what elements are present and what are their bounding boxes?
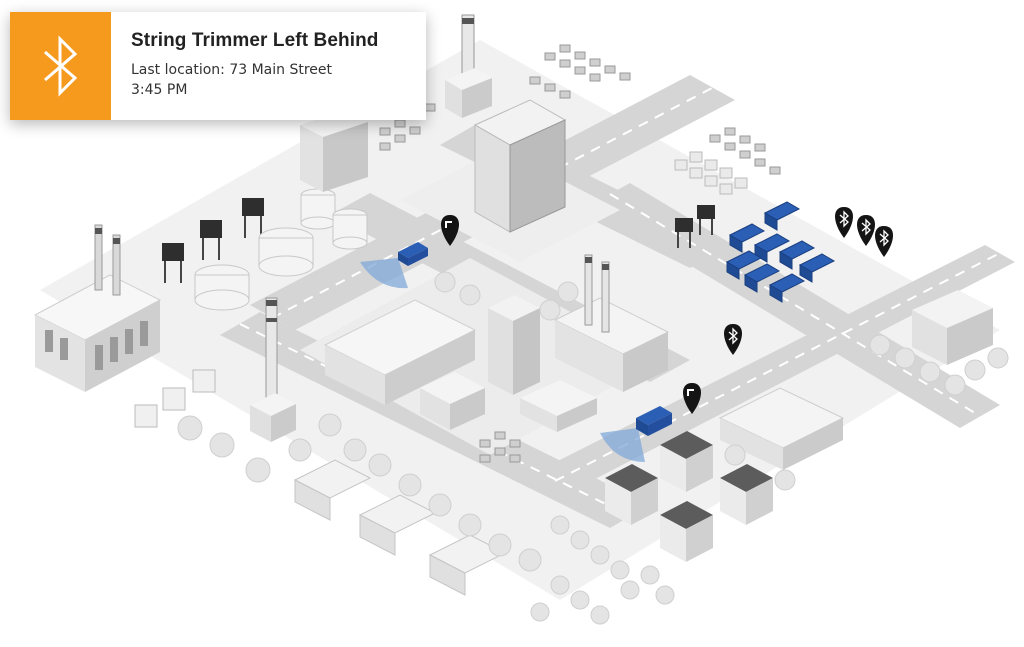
warehouse-southeast	[718, 387, 845, 470]
tracked-van-north[interactable]	[360, 242, 428, 289]
central-tower	[488, 295, 540, 395]
small-blocks-center	[420, 372, 597, 432]
industrial-units	[674, 151, 748, 195]
notification-time: 3:45 PM	[131, 82, 188, 98]
notification-location: Last location: 73 Main Street	[131, 62, 333, 78]
storage-tanks	[194, 188, 368, 311]
bluetooth-pin-center[interactable]	[724, 324, 742, 355]
tracker-pin-south[interactable]	[683, 383, 701, 414]
warehouses-southwest	[293, 459, 507, 596]
chimney-north	[445, 14, 492, 118]
central-warehouse	[323, 299, 477, 405]
notification-body: String Trimmer Left Behind Last location…	[111, 12, 379, 120]
water-towers	[162, 198, 264, 283]
building-top-left	[300, 110, 368, 192]
tracker-pin-north[interactable]	[441, 215, 459, 246]
small-tanks	[134, 369, 216, 428]
office-tower-north	[473, 99, 567, 233]
houses-south	[605, 431, 773, 562]
factory-left	[33, 224, 162, 392]
notification-icon-badge	[10, 12, 111, 120]
trees	[177, 271, 1009, 625]
fleet-depot	[725, 201, 836, 303]
notification-title: String Trimmer Left Behind	[131, 30, 379, 51]
tracked-van-south[interactable]	[600, 406, 672, 462]
alert-notification[interactable]: String Trimmer Left Behind Last location…	[10, 12, 426, 120]
chimney-west	[250, 297, 296, 442]
bluetooth-icon	[43, 35, 77, 97]
building-east	[912, 290, 993, 365]
central-factory	[553, 254, 670, 392]
bluetooth-pins-depot[interactable]	[835, 207, 893, 257]
water-towers-east	[675, 205, 715, 248]
parking-lots	[379, 44, 781, 463]
